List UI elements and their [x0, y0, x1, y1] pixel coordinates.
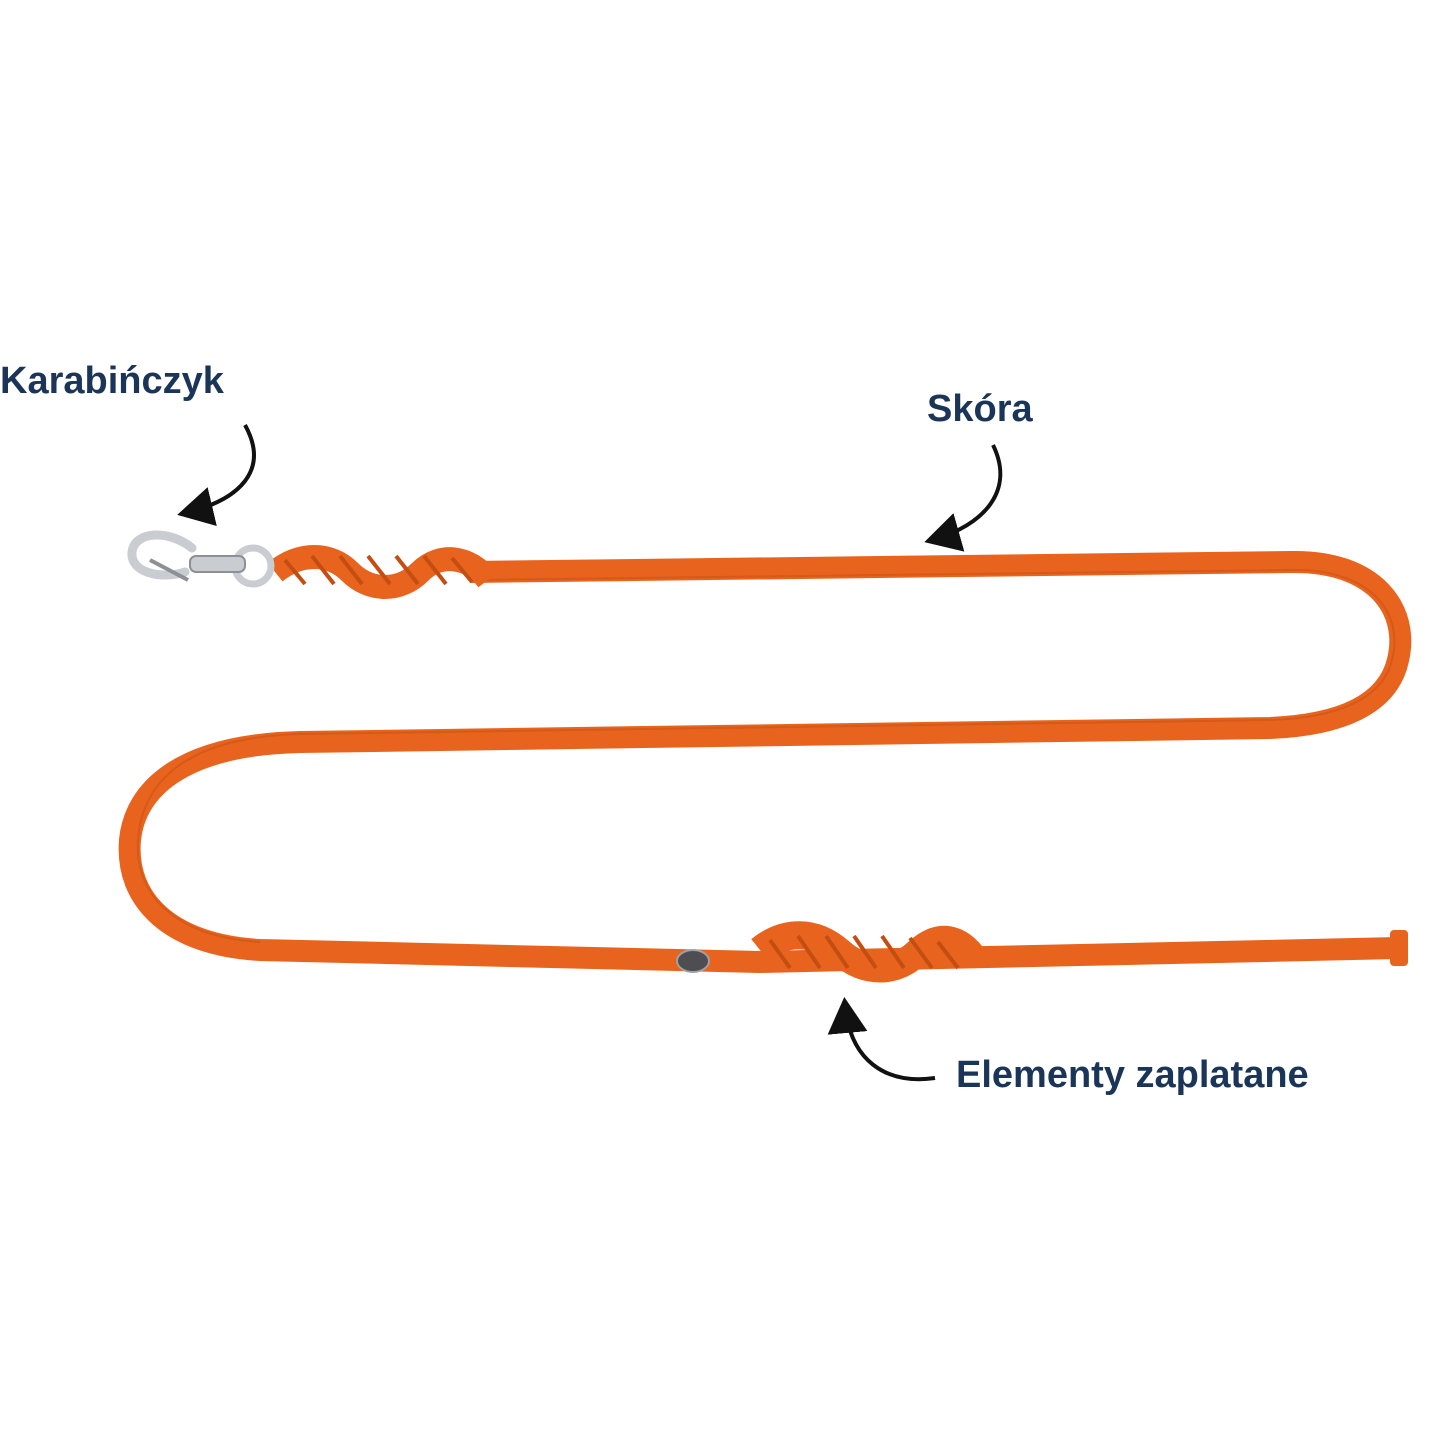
snap-hook-icon: [127, 530, 275, 588]
top-braid: [267, 545, 498, 599]
leash-strap-edge: [136, 568, 1396, 943]
leather-arrow-icon: [924, 444, 1003, 552]
leash-strap: [118, 550, 1412, 973]
braided-arrow-icon: [827, 997, 936, 1082]
rivet-icon: [676, 949, 710, 973]
leash-handle-end: [1390, 930, 1408, 966]
bottom-braid: [751, 921, 987, 983]
carabiner-arrow-icon: [177, 424, 256, 527]
carabiner-label: Karabińczyk: [0, 360, 224, 402]
braided-elements-label: Elementy zaplatane: [956, 1054, 1309, 1096]
leather-label: Skóra: [927, 388, 1033, 430]
